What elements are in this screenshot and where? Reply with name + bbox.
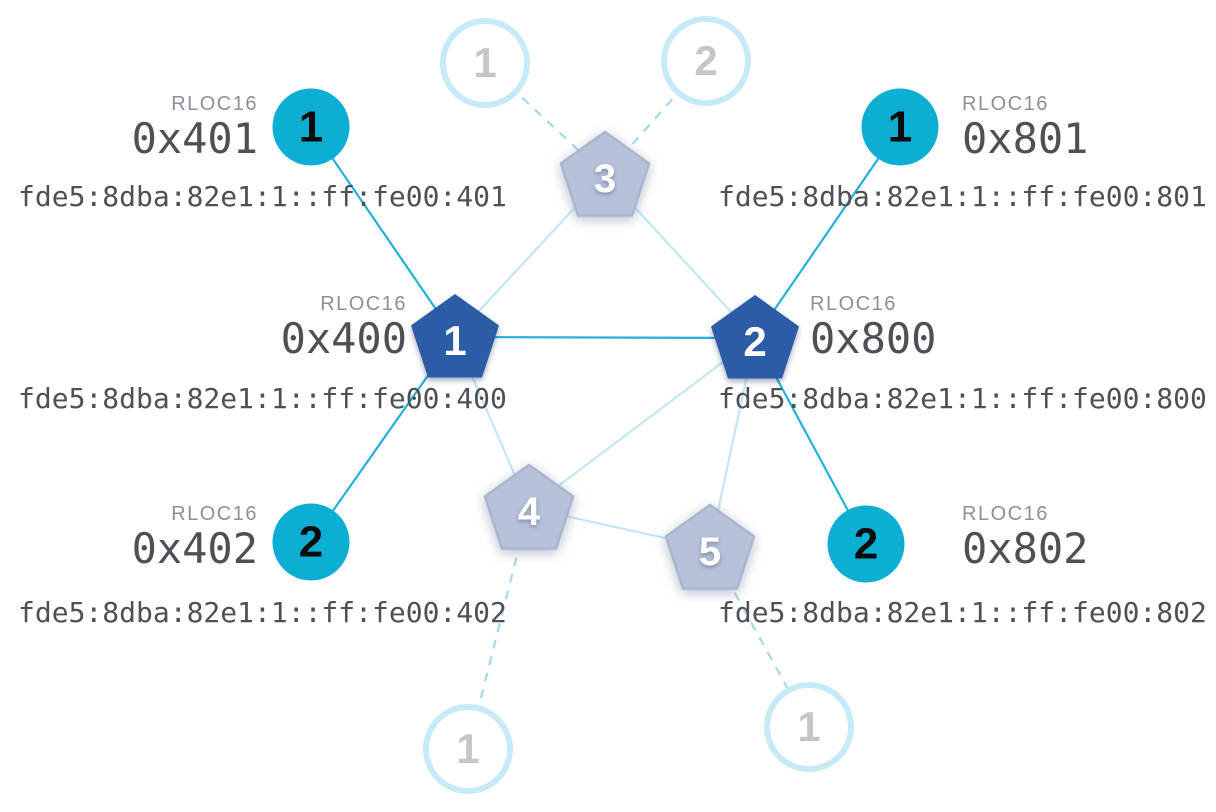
- pentagon-shape: [411, 294, 499, 378]
- node-faded-child-bottom-2[interactable]: 1: [764, 682, 854, 772]
- node-number: 1: [456, 725, 480, 772]
- node-router-3[interactable]: 3: [559, 130, 651, 219]
- node-faded-child-bottom-1[interactable]: 1: [423, 704, 513, 794]
- rloc16-caption: RLOC16: [171, 503, 258, 525]
- node-faded-child-top-1[interactable]: 1: [440, 18, 530, 108]
- node-number: 2: [743, 318, 767, 365]
- node-number: 4: [517, 490, 541, 534]
- rloc16-caption: RLOC16: [810, 293, 897, 315]
- rloc16-value: 0x800: [810, 314, 937, 363]
- pentagon-shape: [664, 503, 756, 590]
- rloc16-caption: RLOC16: [962, 93, 1049, 115]
- ipv6-address-router-2: fde5:8dba:82e1:1::ff:fe00:800: [718, 382, 1207, 415]
- node-number: 1: [298, 102, 324, 151]
- rloc16-caption: RLOC16: [962, 503, 1049, 525]
- rloc16-caption: RLOC16: [171, 93, 258, 115]
- rloc16-value: 0x801: [962, 114, 1089, 163]
- link-router-2-router-4: [528, 337, 756, 509]
- ipv6-address-child-802: fde5:8dba:82e1:1::ff:fe00:802: [718, 596, 1207, 629]
- pentagon-shape: [559, 130, 651, 217]
- node-router-2[interactable]: 2: [709, 294, 801, 382]
- node-child-801[interactable]: 1: [861, 88, 939, 166]
- node-number: 5: [698, 530, 722, 574]
- link-child-401-router-1: [310, 126, 456, 338]
- node-number: 1: [887, 102, 913, 151]
- node-router-5[interactable]: 5: [664, 503, 756, 592]
- node-number: 2: [694, 37, 718, 84]
- rloc16-value: 0x402: [131, 524, 258, 573]
- ipv6-address-child-401: fde5:8dba:82e1:1::ff:fe00:401: [18, 180, 507, 213]
- node-child-402[interactable]: 2: [272, 503, 350, 581]
- ipv6-address-router-1: fde5:8dba:82e1:1::ff:fe00:400: [18, 382, 507, 415]
- node-number: 2: [853, 519, 879, 568]
- node-number: 3: [593, 157, 617, 201]
- link-router-1-router-2: [454, 335, 756, 340]
- node-faded-child-top-2[interactable]: 2: [661, 16, 751, 106]
- rloc16-value: 0x400: [280, 314, 407, 363]
- node-number: 2: [298, 517, 324, 566]
- node-router-4[interactable]: 4: [483, 463, 575, 552]
- node-child-802[interactable]: 2: [827, 505, 905, 583]
- node-number: 1: [443, 317, 467, 364]
- rloc16-value: 0x802: [962, 524, 1089, 573]
- node-number: 1: [473, 39, 497, 86]
- node-child-401[interactable]: 1: [272, 88, 350, 166]
- pentagon-shape: [711, 295, 799, 379]
- link-child-801-router-2: [754, 126, 901, 339]
- node-number: 1: [797, 703, 821, 750]
- rloc16-value: 0x401: [131, 114, 258, 163]
- ipv6-address-child-801: fde5:8dba:82e1:1::ff:fe00:801: [718, 180, 1207, 213]
- ipv6-address-child-402: fde5:8dba:82e1:1::ff:fe00:402: [18, 596, 507, 629]
- rloc16-caption: RLOC16: [320, 293, 407, 315]
- node-router-1[interactable]: 1: [409, 293, 501, 381]
- pentagon-shape: [483, 463, 575, 550]
